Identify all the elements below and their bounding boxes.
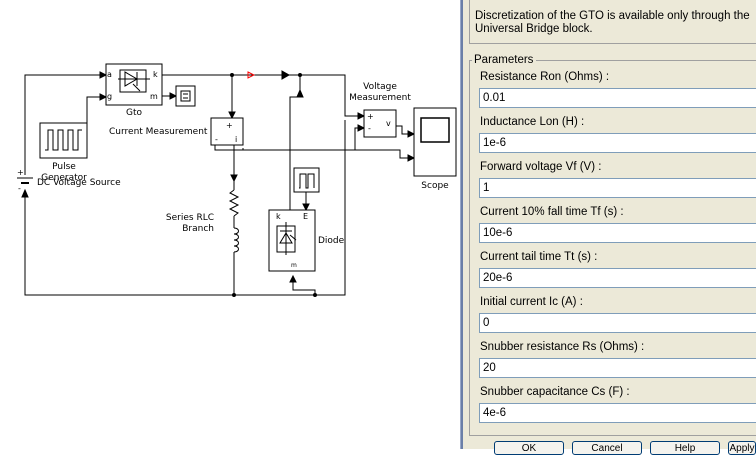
cm-port-plus: + [226,121,233,130]
param-label-cs: Snubber capacitance Cs (F) : [480,386,630,398]
wire-pulse-to-gate[interactable] [86,96,100,138]
junction-3 [232,293,236,297]
apply-button[interactable]: Apply [728,441,756,455]
dc-label: DC Voltage Source [37,178,121,188]
arrow-gto-g [99,93,108,101]
description-text: Discretization of the GTO is available o… [475,10,750,35]
diode-port-m: m [291,262,297,269]
resistor [228,189,240,217]
voltage-measurement-label: Voltage Measurement [349,82,411,103]
arrow-diode-gate [302,203,310,212]
wire-vm-minus[interactable] [214,127,360,151]
param-label-ron: Resistance Ron (Ohms) : [480,71,610,83]
ron-field[interactable] [479,88,756,108]
wire-cm-to-scope[interactable] [242,148,408,159]
cancel-button[interactable]: Cancel [572,441,642,455]
param-label-rs: Snubber resistance Rs (Ohms) : [480,341,645,353]
circuit-wiring [17,63,457,297]
arrow-gto-a [99,71,108,79]
arrow-vm-minus [357,124,366,132]
wire-vm-to-scope[interactable] [396,125,410,135]
arrow-k-junction [281,70,291,80]
cm-port-minus: - [215,135,218,144]
arrow-vm-plus [357,112,366,120]
rs-field[interactable] [479,358,756,378]
pulse-label: Pulse Generator [41,162,87,183]
scope-label: Scope [421,181,449,191]
gto-port-m: m [150,92,158,101]
wire-dc-to-gto[interactable] [24,74,100,175]
tf-field[interactable] [479,223,756,243]
diode-port-k: k [276,212,281,221]
current-measurement-block[interactable] [210,117,244,146]
arrow-rlc [230,174,238,183]
param-label-tf: Current 10% fall time Tf (s) : [480,206,624,218]
gto-symbol-gate [132,83,141,92]
arrow-diode-top [296,88,304,98]
wire-diode-m[interactable] [292,280,316,295]
arrow-term [169,92,178,100]
diode-label: Diode [318,236,345,246]
gto-port-g: g [107,92,113,101]
vm-port-v: v [386,119,391,128]
diode-port-e: E [303,212,309,221]
inductor [233,227,239,253]
vf-field[interactable] [479,178,756,198]
window-divider [460,0,463,449]
model-canvas[interactable]: a g k m Gto Pulse Generator DC Voltage S… [0,0,460,449]
cs-field[interactable] [479,403,756,423]
arrow-dc [21,188,29,198]
arrow-scope-2 [407,154,416,162]
diode-symbol-box [276,225,296,253]
pulse-waveform [45,129,82,151]
terminator-block[interactable] [175,85,196,107]
vm-port-plus: + [367,112,374,121]
diode-symbol-gate [289,234,297,241]
ic-field[interactable] [479,313,756,333]
wire-diode-k[interactable] [289,96,300,210]
tt-field[interactable] [479,268,756,288]
cm-port-i: i [235,135,238,144]
wire-top-right[interactable] [289,74,358,117]
description-group: Discretization of the GTO is available o… [469,0,756,44]
gto-symbol-box [119,69,147,93]
param-label-vf: Forward voltage Vf (V) : [480,161,602,173]
parameters-title: Parameters [472,53,537,67]
voltage-measurement-block[interactable] [363,109,397,138]
arrow-scope-1 [407,130,416,138]
current-measurement-label: Current Measurement [109,127,208,137]
arrow-cm [228,111,236,120]
ok-button[interactable]: OK [494,441,564,455]
param-label-lon: Inductance Lon (H) : [480,116,585,128]
gto-port-k: k [153,70,158,79]
terminator-icon [180,90,191,102]
parameters-group [469,60,756,436]
diode-gate-waveform [299,173,315,189]
param-label-ic: Initial current Ic (A) : [480,296,583,308]
vm-port-minus: - [368,124,371,133]
param-label-tt: Current tail time Tt (s) : [480,251,598,263]
battery-plus-label: + [17,168,24,177]
lon-field[interactable] [479,133,756,153]
gto-label: Gto [125,108,142,118]
arrow-red [247,71,256,79]
scope-screen [420,117,450,143]
diode-gate-block[interactable] [293,167,320,193]
rlc-label: Series RLC Branch [165,213,214,234]
help-button[interactable]: Help [650,441,720,455]
battery-minus-label: - [18,184,21,193]
wire-bottom[interactable] [24,120,346,296]
gto-port-a: a [107,70,112,79]
arrow-diode-m [289,274,297,283]
